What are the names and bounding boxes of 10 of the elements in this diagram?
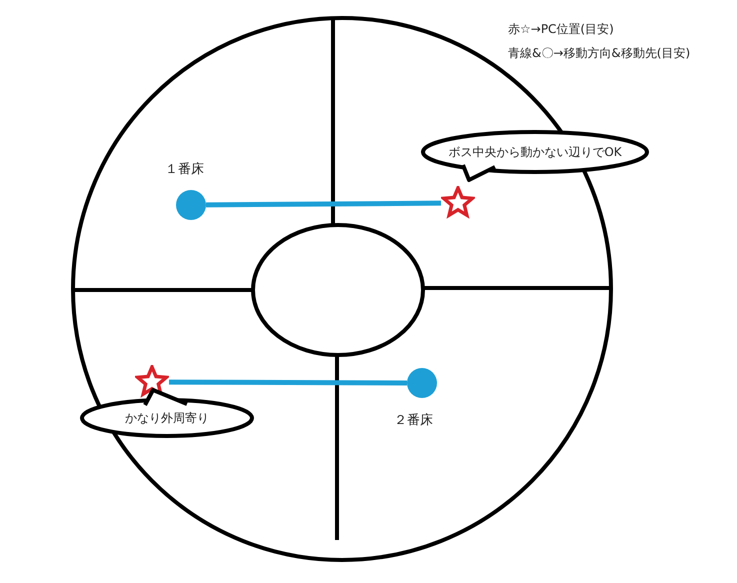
movement-line — [206, 200, 442, 208]
floor-label: １番床 — [165, 161, 204, 178]
star-marker — [441, 186, 475, 220]
floor-label: ２番床 — [394, 412, 433, 429]
movement-line — [169, 380, 407, 386]
note-text: 赤☆→PC位置(目安) — [508, 21, 614, 38]
star-marker — [135, 365, 169, 399]
bubble-text: ボス中央から動かない辺りでOK — [447, 144, 623, 161]
bubble-text: かなり外周寄り — [124, 410, 210, 427]
note-text: 青線&〇→移動方向&移動先(目安) — [508, 45, 690, 62]
